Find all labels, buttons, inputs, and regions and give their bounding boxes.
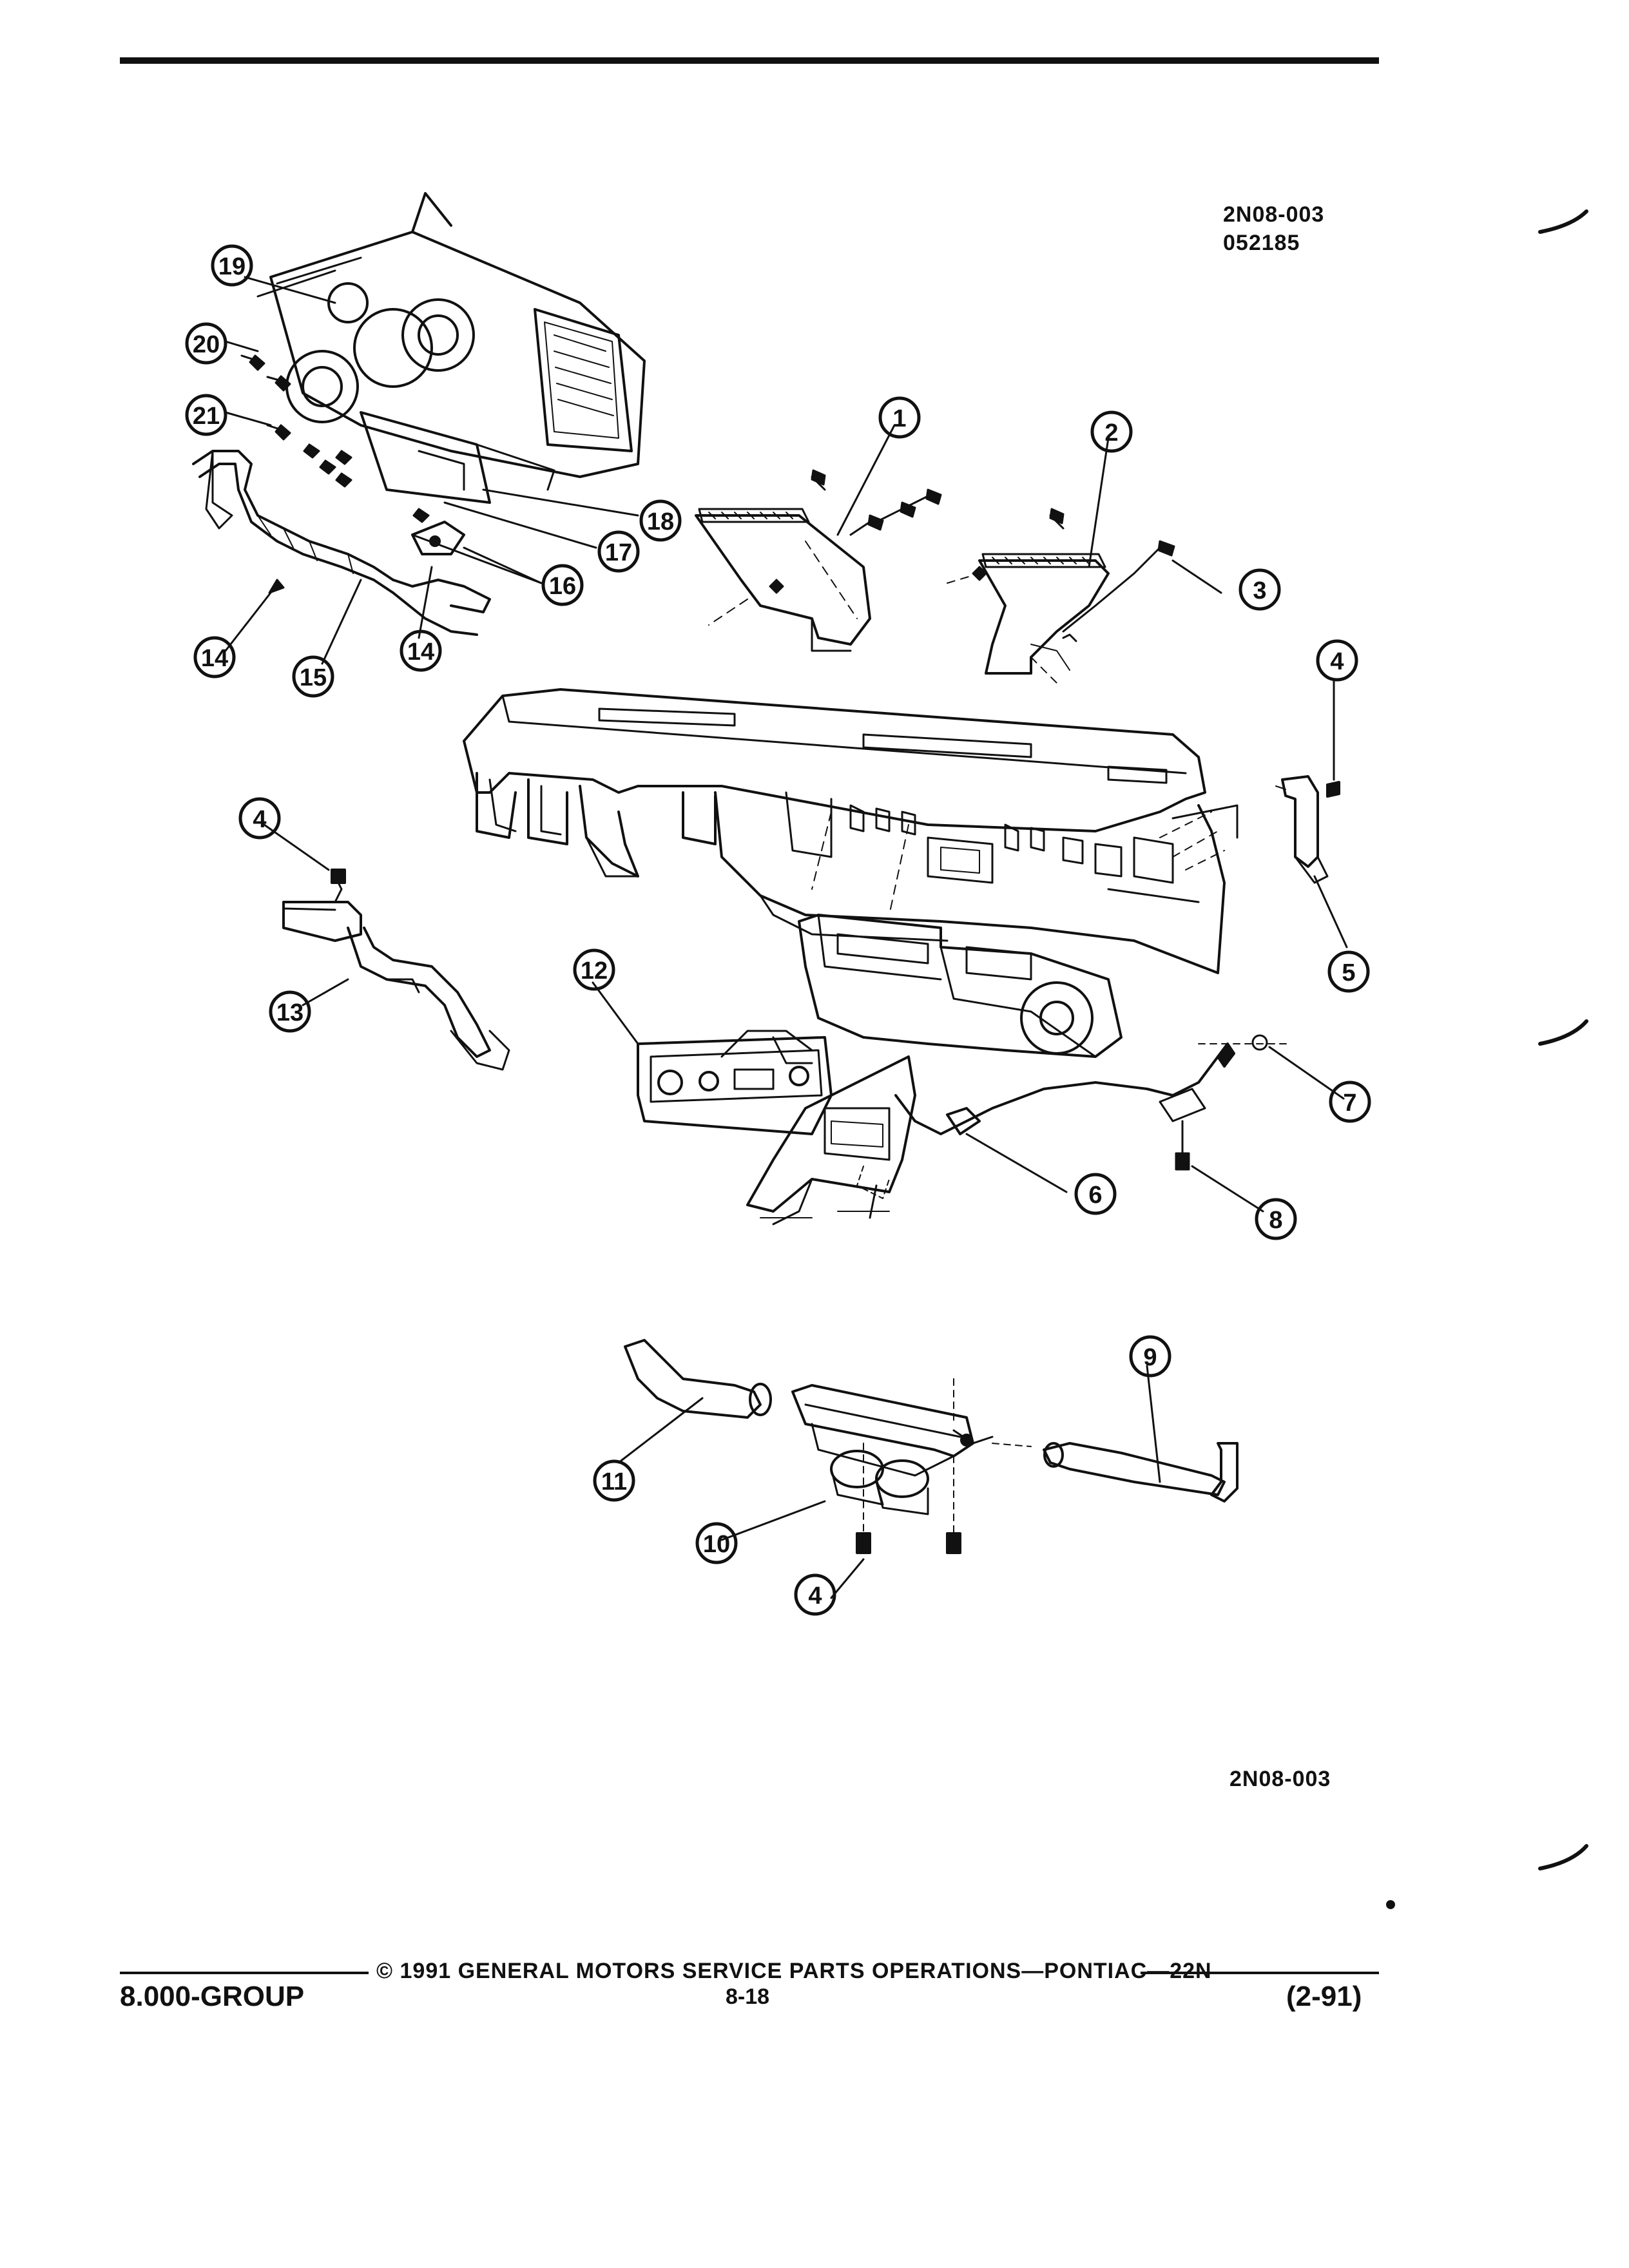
rear-duct-11: [624, 1339, 772, 1419]
mounting-plate: [411, 521, 465, 555]
instrument-panel-carrier: [463, 688, 1239, 974]
svg-text:13: 13: [276, 999, 304, 1026]
callout-10: 10: [695, 1522, 738, 1564]
svg-text:4: 4: [1330, 648, 1344, 675]
svg-text:12: 12: [581, 957, 608, 985]
svg-text:9: 9: [1143, 1344, 1157, 1371]
footer-revision: (2-91): [1286, 1981, 1362, 2012]
svg-text:6: 6: [1088, 1182, 1102, 1209]
screws-duct-2: [972, 508, 1175, 633]
svg-text:2: 2: [1104, 419, 1118, 447]
side-duct-9: [1043, 1442, 1239, 1503]
callout-8: 8: [1255, 1198, 1297, 1240]
callout-19: 19: [211, 244, 253, 287]
control-cable: [894, 1043, 1235, 1135]
callout-14-right: 14: [400, 629, 442, 672]
figure-date-code: 052185: [1223, 231, 1300, 255]
callout-7: 7: [1329, 1081, 1371, 1123]
heater-control-assembly: [637, 1030, 833, 1135]
footer-copyright: © 1991 GENERAL MOTORS SERVICE PARTS OPER…: [376, 1959, 1212, 1983]
fasteners-7-8: [1175, 1034, 1289, 1171]
cowl-blower-assembly: [256, 192, 646, 504]
callout-6: 6: [1074, 1173, 1117, 1215]
svg-text:3: 3: [1253, 577, 1266, 604]
leader-lines: [224, 276, 1348, 1599]
svg-text:14: 14: [407, 639, 434, 666]
footer-rule-right: [1141, 1972, 1379, 1974]
svg-text:11: 11: [601, 1468, 627, 1495]
svg-text:10: 10: [703, 1531, 730, 1558]
callout-badges: 19 20 21 18 17 16 14 15 14 1 2 3 4 5 4 1…: [185, 244, 1371, 1616]
duct-junction-10: [791, 1378, 1032, 1554]
fastener-screws-upper-left: [240, 354, 430, 523]
svg-text:4: 4: [253, 806, 266, 833]
screws-duct-1: [769, 469, 942, 594]
svg-text:18: 18: [647, 508, 674, 535]
top-rule: [120, 57, 1379, 64]
svg-text:8: 8: [1269, 1207, 1282, 1234]
callout-5: 5: [1327, 950, 1370, 993]
callout-9: 9: [1129, 1335, 1171, 1378]
svg-text:20: 20: [193, 331, 220, 358]
floor-duct-13: [282, 869, 510, 1071]
svg-text:5: 5: [1342, 959, 1355, 986]
svg-text:4: 4: [808, 1582, 822, 1610]
callout-21: 21: [185, 394, 227, 436]
svg-text:7: 7: [1343, 1090, 1356, 1117]
callout-4-bottom: 4: [794, 1573, 836, 1616]
side-bracket-5: [1275, 775, 1340, 884]
svg-text:19: 19: [218, 253, 246, 280]
figure-code: 2N08-003: [1223, 202, 1325, 227]
callout-1: 1: [878, 396, 921, 439]
callout-4-right: 4: [1316, 639, 1358, 682]
bottom-figure-code: 2N08-003: [1229, 1767, 1331, 1791]
callout-13: 13: [269, 990, 311, 1033]
svg-text:15: 15: [300, 664, 327, 691]
air-duct-1: [695, 508, 871, 652]
svg-text:16: 16: [549, 573, 576, 600]
callout-18: 18: [639, 499, 682, 542]
svg-text:1: 1: [892, 405, 906, 432]
callout-16: 16: [541, 564, 584, 606]
svg-text:14: 14: [201, 645, 228, 672]
wiring-harness: [192, 450, 491, 636]
callout-11: 11: [593, 1459, 635, 1502]
callout-12: 12: [573, 948, 615, 991]
footer-page-number: 8-18: [726, 1984, 770, 2009]
callout-3: 3: [1239, 568, 1281, 611]
console-bracket: [746, 1055, 916, 1225]
callout-20: 20: [185, 322, 227, 365]
heater-case: [798, 914, 1123, 1058]
svg-text:17: 17: [605, 539, 632, 566]
svg-text:21: 21: [193, 403, 220, 430]
callout-4-left: 4: [238, 797, 281, 840]
callout-14-left: 14: [193, 636, 236, 678]
footer-group: 8.000-GROUP: [120, 1981, 305, 2012]
footer-rule-left: [120, 1972, 369, 1974]
callout-2: 2: [1090, 410, 1133, 453]
callout-15: 15: [292, 655, 334, 698]
callout-17: 17: [597, 530, 640, 573]
